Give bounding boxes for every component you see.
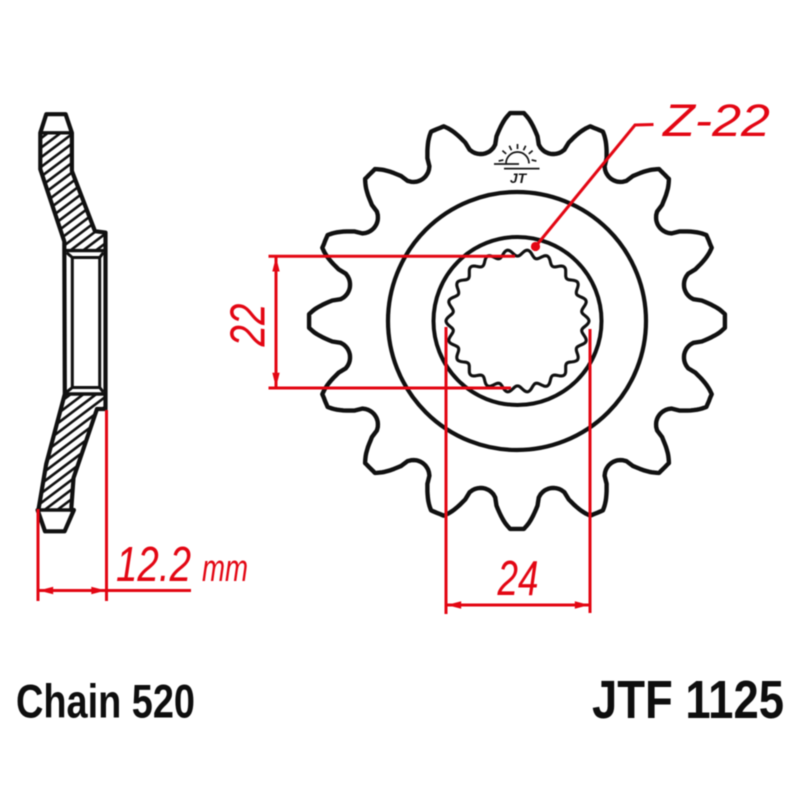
spline-count-leader (530, 123, 654, 252)
dim-22-arrow-down (272, 372, 280, 388)
plate-circle (385, 189, 649, 453)
dimension-layer: 22 24 12.2 mm Z-22 (36, 95, 770, 614)
dim-24-text: 24 (497, 552, 539, 606)
bore-chamfer-top-left (65, 251, 74, 259)
leader-line (534, 123, 654, 248)
dim-22-text: 22 (222, 304, 276, 348)
sun-ray-7 (531, 159, 537, 162)
sun-ray-1 (498, 159, 504, 162)
dim-width-text: 12.2 (116, 538, 191, 592)
jt-rising-sun-logo: JT (494, 144, 540, 186)
cross-section-hatching-bottom (38, 394, 106, 510)
dim-width-arrow-right (91, 586, 106, 595)
dim-24-arrow-right (574, 601, 590, 609)
dim-width-unit: mm (202, 548, 248, 590)
sun-ray-2 (501, 149, 507, 155)
sun-ray-6 (528, 149, 534, 155)
dim-24 (444, 327, 592, 614)
dim-width (36, 410, 191, 601)
hatch-lines-top (40, 132, 106, 251)
hatch-lines-bottom (38, 394, 106, 510)
part-number-label: JTF 1125 (592, 671, 784, 730)
sun-ray-5 (522, 145, 527, 151)
logo-text: JT (510, 170, 528, 186)
spline-count-text: Z-22 (662, 95, 770, 146)
sun-rays (498, 144, 537, 162)
dim-width-arrow-left (38, 586, 54, 595)
dim-24-arrow-left (446, 601, 462, 609)
cross-section-bore (65, 251, 105, 394)
chain-size-label: Chain 520 (16, 676, 195, 729)
sun-ray-3 (508, 145, 513, 151)
sun-arc (505, 151, 530, 164)
spline-bore-outline (444, 248, 591, 394)
bore-chamfer-top-right (98, 251, 105, 259)
bore-rectangle (70, 256, 102, 389)
cross-section-hatching-top (40, 132, 106, 251)
bore-chamfer-bottom-right (98, 386, 105, 394)
hub-circle (431, 235, 604, 407)
leader-dot (530, 241, 541, 252)
bore-chamfer-bottom-left (65, 386, 74, 394)
dim-22-arrow-up (272, 257, 280, 272)
cross-section-view (35, 112, 108, 534)
dim-22 (268, 254, 515, 390)
